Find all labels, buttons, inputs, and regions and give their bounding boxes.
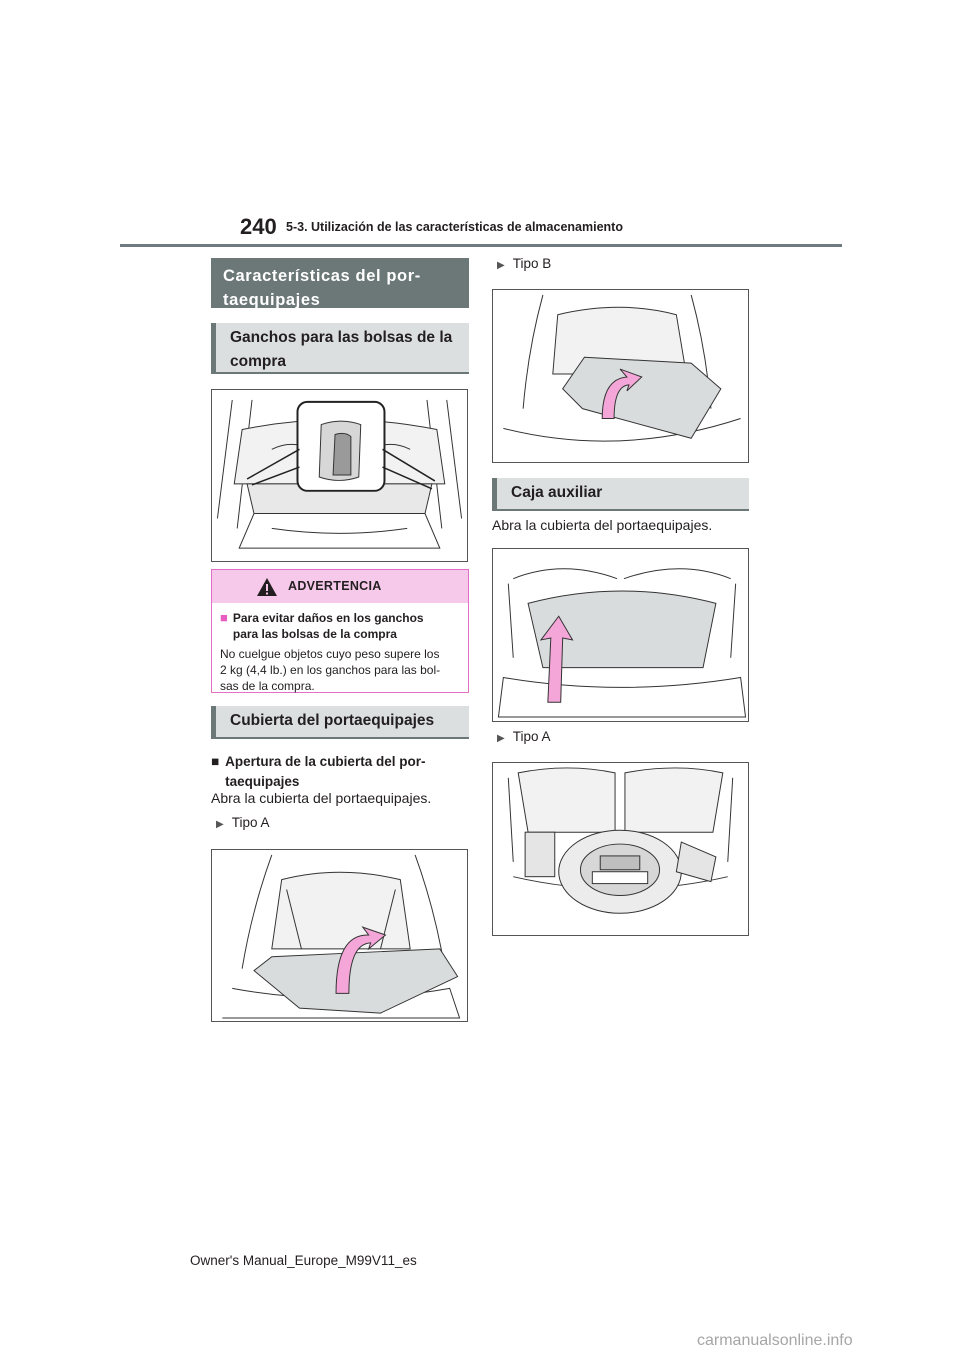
type-a-left-item: ▶ Tipo A [216, 815, 269, 830]
subsection-shopping-hooks-line2: compra [230, 353, 286, 370]
aux-box-cover-illustration [497, 568, 747, 718]
subsection-shopping-hooks: Ganchos para las bolsas de la compra [211, 323, 469, 374]
warning-text-line1: No cuelgue objetos cuyo peso supere los [220, 647, 440, 661]
section-title-line2: taequipajes [223, 291, 321, 309]
pink-square-bullet-icon: ■ [220, 610, 228, 625]
subsection-shopping-hooks-line1: Ganchos para las bolsas de la [230, 329, 453, 346]
subsection-aux-box-label: Caja auxiliar [511, 484, 603, 501]
square-bullet-icon: ■ [211, 754, 220, 769]
section-title-line1: Características del por- [223, 267, 421, 285]
type-b-item: ▶ Tipo B [497, 256, 551, 271]
opening-heading-line1: Apertura de la cubierta del por- [225, 754, 426, 769]
type-b-label: Tipo B [512, 256, 552, 271]
figure-aux-box-cover [492, 548, 749, 722]
subsection-luggage-cover-label: Cubierta del portaequipajes [230, 712, 435, 729]
running-head: 5-3. Utilización de las características … [286, 220, 623, 234]
warning-subhead-line2: para las bolsas de la compra [232, 627, 397, 641]
opening-heading-line2: taequipajes [225, 774, 300, 789]
warning-subhead-line1: Para evitar daños en los ganchos [232, 611, 424, 625]
triangle-bullet-icon: ▶ [497, 260, 505, 271]
type-a-right-item: ▶ Tipo A [497, 729, 550, 744]
manual-id: Owner's Manual_Europe_M99V11_es [190, 1253, 417, 1268]
subsection-luggage-cover: Cubierta del portaequipajes [211, 706, 469, 739]
subsection-aux-box: Caja auxiliar [492, 478, 749, 511]
figure-luggage-cover-type-b [492, 289, 749, 463]
aux-box-type-a-illustration [507, 767, 734, 914]
opening-text: Abra la cubierta del portaequipajes. [211, 790, 432, 806]
luggage-cover-type-b-illustration [503, 294, 741, 442]
luggage-cover-type-a-illustration [222, 854, 461, 1019]
warning-box: ADVERTENCIA ■ Para evitar daños en los g… [211, 569, 469, 693]
aux-text: Abra la cubierta del portaequipajes. [492, 517, 713, 533]
page-number: 240 [240, 214, 277, 239]
warning-text-line3: sas de la compra. [220, 679, 315, 693]
section-title: Características del por- taequipajes [211, 258, 469, 309]
header-rule [120, 244, 842, 247]
type-a-left-label: Tipo A [231, 815, 270, 830]
warning-text: No cuelgue objetos cuyo peso supere los … [220, 646, 458, 694]
warning-body: ■ Para evitar daños en los ganchos para … [212, 603, 468, 700]
warning-header: ADVERTENCIA [212, 570, 468, 603]
warning-title: ADVERTENCIA [288, 579, 382, 593]
warning-text-line2: 2 kg (4,4 lb.) en los ganchos para las b… [220, 663, 441, 677]
triangle-bullet-icon: ▶ [216, 819, 224, 830]
triangle-bullet-icon: ▶ [497, 733, 505, 744]
warning-triangle-icon [257, 578, 277, 596]
watermark: carmanualsonline.info [697, 1332, 853, 1349]
opening-heading: ■ Apertura de la cubierta del por- taequ… [211, 752, 469, 792]
figure-shopping-hooks [211, 389, 468, 562]
type-a-right-label: Tipo A [512, 729, 551, 744]
figure-luggage-cover-type-a [211, 849, 468, 1022]
trunk-hooks-illustration [216, 399, 463, 549]
warning-subhead: ■ Para evitar daños en los ganchos para … [220, 610, 458, 642]
figure-aux-box-type-a [492, 762, 749, 936]
